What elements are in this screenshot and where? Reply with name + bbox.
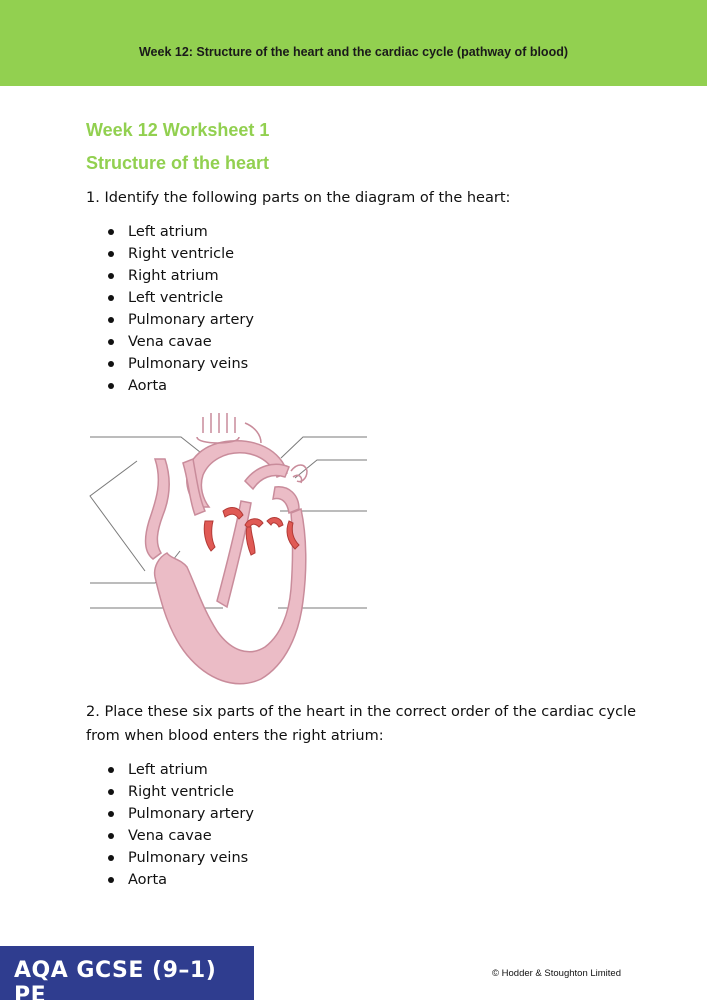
heart-muscle — [144, 440, 307, 685]
worksheet-heading: Week 12 Worksheet 1 — [86, 120, 270, 140]
valve — [203, 520, 216, 552]
valve — [222, 507, 244, 520]
list-item: Left atrium — [108, 221, 254, 243]
ventricle-wall — [153, 507, 307, 685]
label-line — [89, 460, 146, 572]
valve — [286, 520, 300, 550]
pulmonary-branch-shape — [244, 463, 290, 491]
header-band: Week 12: Structure of the heart and the … — [0, 0, 707, 86]
list-item: Pulmonary veins — [108, 847, 254, 869]
question-2-list: Left atrium Right ventricle Pulmonary ar… — [108, 759, 254, 891]
vena-cava-shape — [144, 458, 170, 560]
heart-valves — [203, 507, 300, 556]
list-item: Vena cavae — [108, 825, 254, 847]
left-atrium-shape — [272, 486, 300, 515]
list-item: Vena cavae — [108, 331, 254, 353]
list-item: Left ventricle — [108, 287, 254, 309]
valve — [244, 518, 264, 530]
list-item: Pulmonary veins — [108, 353, 254, 375]
list-item: Aorta — [108, 375, 254, 397]
pulmonary-vein-curl — [290, 464, 308, 483]
footer-brand-band: AQA GCSE (9–1) PE — [0, 946, 254, 1000]
label-line — [294, 459, 367, 479]
septum-shape — [216, 500, 252, 609]
list-item: Right ventricle — [108, 243, 254, 265]
heart-diagram — [89, 413, 367, 685]
list-item: Pulmonary artery — [108, 309, 254, 331]
label-line — [90, 436, 211, 461]
valve — [245, 526, 256, 556]
valve — [266, 517, 284, 528]
header-title: Week 12: Structure of the heart and the … — [138, 45, 569, 59]
question-2-text: 2. Place these six parts of the heart in… — [86, 704, 637, 744]
label-line — [280, 436, 367, 459]
list-item: Pulmonary artery — [108, 803, 254, 825]
list-item: Right atrium — [108, 265, 254, 287]
upper-vessels — [196, 413, 308, 484]
pulmonary-artery-shape — [182, 457, 206, 516]
pulmonary-vein-curl — [292, 474, 303, 484]
list-item: Left atrium — [108, 759, 254, 781]
footer-brand-text: AQA GCSE (9–1) PE — [14, 958, 217, 1000]
worksheet-subheading: Structure of the heart — [86, 153, 270, 173]
copyright-text: © Hodder & Stoughton Limited — [492, 968, 621, 979]
question-1-list: Left atrium Right ventricle Right atrium… — [108, 221, 254, 397]
arch-top — [196, 436, 240, 444]
arch-branches — [202, 413, 236, 433]
vessel-curl — [244, 422, 262, 444]
question-1-text: 1. Identify the following parts on the d… — [86, 190, 511, 206]
list-item: Right ventricle — [108, 781, 254, 803]
list-item: Aorta — [108, 869, 254, 891]
